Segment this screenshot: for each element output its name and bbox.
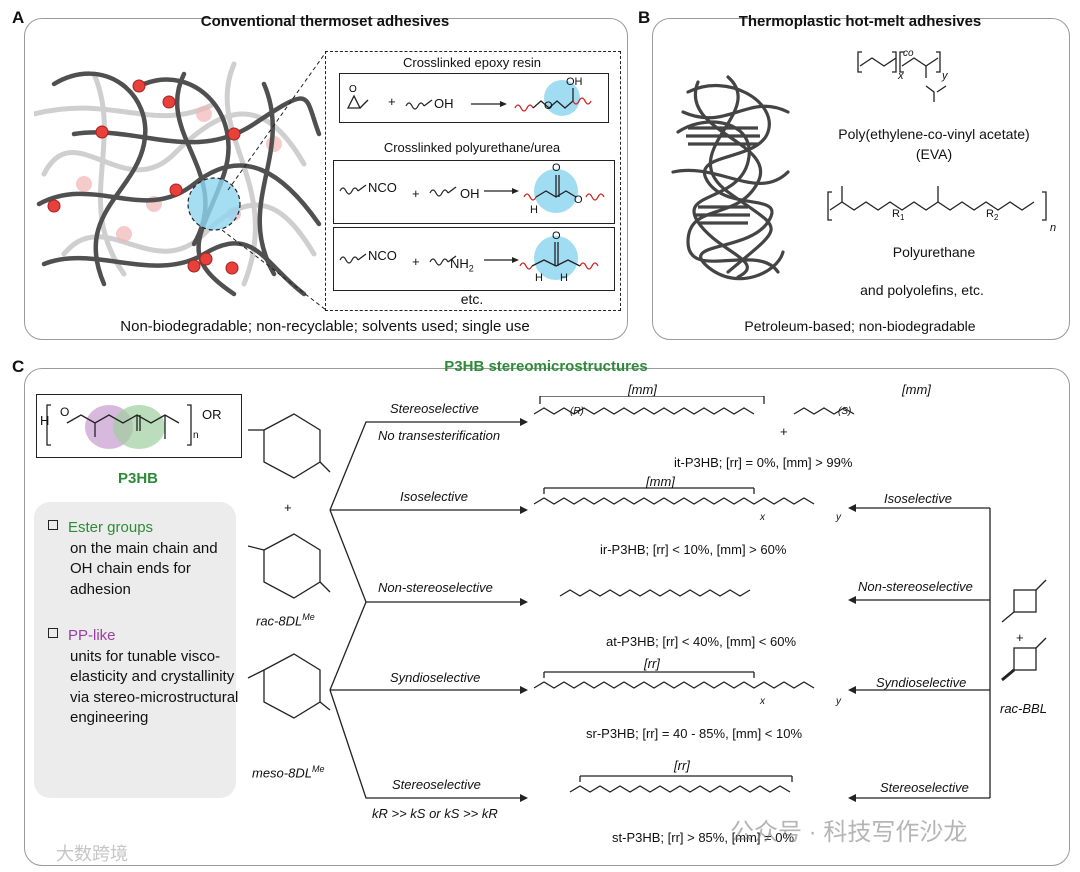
sr-caption: sr-P3HB; [rr] = 40 - 85%, [mm] < 10% [586, 726, 803, 741]
bullet-ester-groups: Ester groups on the main chain and OH ch… [48, 518, 240, 600]
eva-name: Poly(ethylene-co-vinyl acetate) [838, 126, 1030, 142]
inset-title-epoxy: Crosslinked epoxy resin [402, 55, 541, 70]
urea-h-left: H [535, 272, 543, 284]
it-plus: + [780, 424, 788, 439]
urea-h-right: H [560, 272, 568, 284]
inset-title-pu: Crosslinked polyurethane/urea [383, 140, 561, 155]
route-left-5-top: Stereoselective [392, 777, 481, 792]
route-left-5-bottom: kR >> kS or kS >> kR [372, 806, 498, 821]
epoxy-plus: + [388, 94, 396, 109]
eva-abbr: (EVA) [915, 146, 953, 162]
stereo-label-s: (S) [838, 406, 852, 417]
rac-8dl-label: rac-8DLMe [256, 612, 315, 629]
panel-a-title: Conventional thermoset adhesives [200, 13, 450, 30]
bbl-plus: + [1016, 630, 1024, 645]
sr-x: x [760, 696, 765, 707]
panel-b-letter: B [638, 8, 651, 27]
polyolefins-label: and polyolefins, etc. [860, 282, 984, 298]
st-caption: st-P3HB; [rr] > 85%, [mm] = 0% [612, 830, 795, 845]
monomer-plus: + [284, 500, 292, 515]
ir-caption: ir-P3HB; [rr] < 10%, [mm] > 60% [600, 542, 787, 557]
route-left-1-top: Stereoselective [390, 401, 479, 416]
epoxy-product-o: O [544, 100, 553, 112]
route-right-3: Syndioselective [876, 675, 967, 690]
epoxy-product-oh: OH [566, 76, 583, 88]
route-left-3-top: Non-stereoselective [378, 580, 493, 595]
route-right-4: Stereoselective [880, 780, 969, 795]
sr-y: y [836, 696, 841, 707]
panel-b-footer: Petroleum-based; non-biodegradable [744, 318, 976, 334]
it-bracket-1: [mm] [628, 382, 657, 397]
st-bracket: [rr] [674, 758, 690, 773]
eva-structure [857, 51, 947, 102]
at-caption: at-P3HB; [rr] < 40%, [mm] < 60% [606, 634, 797, 649]
sr-bracket: [rr] [644, 656, 660, 671]
eva-co: co [903, 48, 914, 59]
it-caption: it-P3HB; [rr] = 0%, [mm] > 99% [674, 455, 853, 470]
pu-o-ester: O [574, 194, 583, 206]
rac-bbl-label: rac-BBL [1000, 701, 1047, 716]
route-left-1-bottom: No transesterification [378, 428, 501, 443]
checkbox-icon [48, 520, 58, 530]
meso-8dl-label: meso-8DLMe [252, 764, 325, 781]
urea-plus: + [412, 254, 420, 269]
route-right-2: Non-stereoselective [858, 579, 973, 594]
pu-reaction-scheme [339, 169, 605, 213]
thermoset-network-illustration [34, 61, 322, 297]
epoxy-oh: OH [434, 96, 454, 111]
bbl-structures [1001, 579, 1047, 682]
pu-r2: R2 [986, 208, 999, 223]
p3hb-n: n [193, 430, 199, 441]
panel-a-footer: Non-biodegradable; non-recyclable; solve… [120, 318, 530, 335]
pu-h: H [530, 204, 538, 216]
inset-etc: etc. [460, 291, 484, 307]
watermark-wechat: 公众号 · 科技写作沙龙 [730, 819, 968, 846]
p3hb-h: H [40, 413, 50, 428]
feature-bullets: Ester groups on the main chain and OH ch… [34, 502, 238, 798]
thermoplastic-coil-illustration [671, 75, 790, 281]
stereo-label-r: (R) [570, 406, 584, 417]
p3hb-or: OR [202, 407, 222, 422]
bullet-pp-like: PP-like units for tunable visco-elastici… [48, 626, 240, 729]
panel-c-letter: C [12, 357, 25, 376]
urea-nco: NCO [368, 248, 397, 263]
pu-oh: OH [460, 186, 480, 201]
checkbox-icon [48, 628, 58, 638]
ir-bracket: [mm] [646, 474, 675, 489]
pu-name: Polyurethane [892, 244, 976, 260]
p3hb-structure [46, 404, 192, 449]
route-right-1: Isoselective [884, 491, 952, 506]
pu-plus: + [412, 186, 420, 201]
p3hb-o: O [60, 405, 70, 419]
pu-o-top: O [552, 162, 561, 174]
product-chains [533, 396, 855, 793]
polyurethane-structure [827, 186, 1047, 221]
svg-text:O: O [349, 84, 357, 95]
eva-x: x [898, 70, 904, 82]
panel-b-title: Thermoplastic hot-melt adhesives [738, 13, 982, 30]
urea-reaction-scheme [339, 236, 599, 280]
route-left-4-top: Syndioselective [390, 670, 481, 685]
urea-o: O [552, 230, 561, 242]
urea-nh2: NH2 [450, 256, 474, 274]
it-bracket-2: [mm] [902, 382, 931, 397]
ir-x: x [760, 512, 765, 523]
epoxy-reaction-scheme: O [346, 80, 592, 116]
pu-r1: R1 [892, 208, 905, 223]
pu-nco: NCO [368, 180, 397, 195]
panel-a-letter: A [12, 8, 25, 27]
reaction-inset [325, 51, 621, 311]
ir-y: y [836, 512, 841, 523]
pu-n: n [1050, 222, 1057, 234]
watermark-brand: 大数跨境 [56, 844, 128, 864]
monomer-structures [247, 413, 331, 719]
p3hb-structure-box [36, 394, 242, 458]
panel-c-title: P3HB stereomicrostructures [444, 358, 648, 375]
eva-y: y [942, 70, 948, 82]
route-left-2-top: Isoselective [400, 489, 468, 504]
p3hb-label: P3HB [117, 470, 158, 487]
